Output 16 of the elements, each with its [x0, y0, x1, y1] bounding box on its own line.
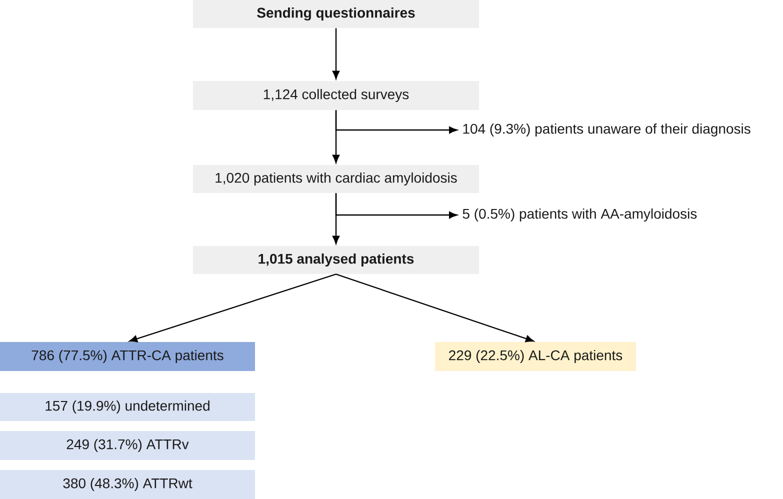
process-box: 1,124 collected surveys — [193, 81, 479, 110]
arrow — [335, 110, 458, 134]
arrow — [332, 28, 340, 80]
arrow — [129, 274, 336, 342]
arrow — [335, 193, 458, 219]
group-box: 229 (22.5%) AL-CA patients — [435, 342, 636, 371]
subgroup-box: 249 (31.7%) ATTRv — [0, 431, 255, 460]
process-box: 1,015 analysed patients — [193, 246, 479, 274]
group-box: 786 (77.5%) ATTR-CA patients — [0, 342, 255, 371]
exclusion-note: 104 (9.3%) patients unaware of their diagnosis — [463, 123, 750, 137]
process-box: 1,020 patients with cardiac amyloidosis — [193, 165, 479, 193]
process-box: Sending questionnaires — [193, 0, 479, 28]
subgroup-box: 380 (48.3%) ATTRwt — [0, 470, 255, 499]
arrow — [336, 274, 534, 342]
exclusion-note: 5 (0.5%) patients with AA-amyloidosis — [462, 208, 697, 222]
subgroup-box: 157 (19.9%) undetermined — [0, 393, 255, 421]
